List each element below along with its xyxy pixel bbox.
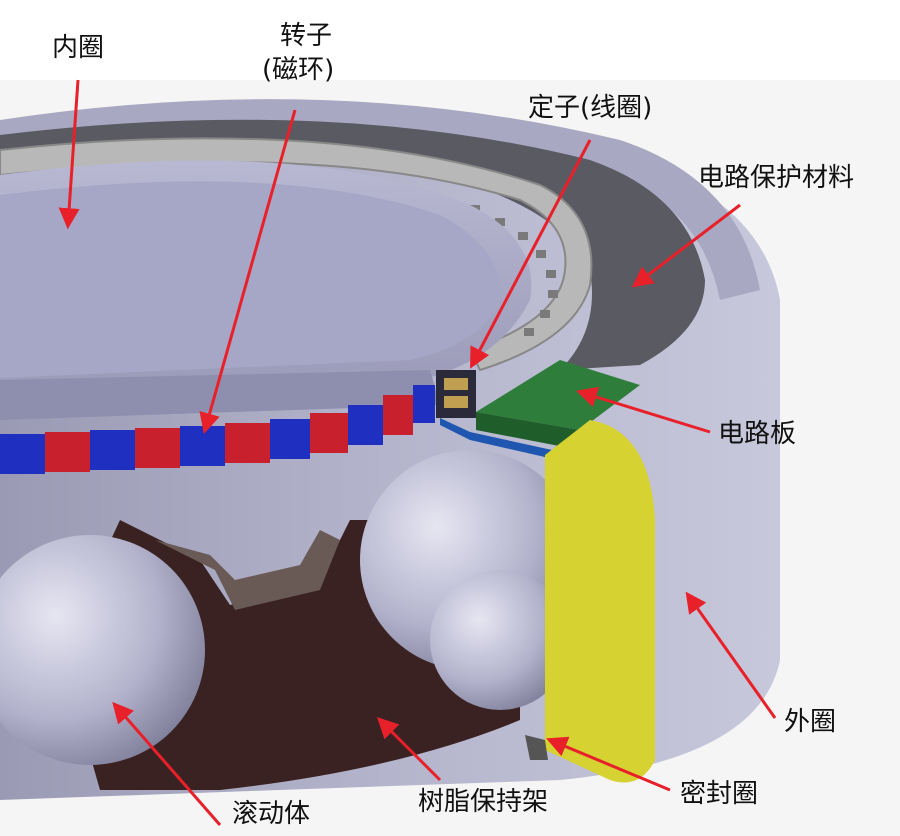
inner-ring: [0, 160, 532, 420]
cage-pocket: [155, 530, 340, 610]
arrow-cage: [377, 717, 442, 782]
arrow-stator: [470, 139, 592, 369]
arrow-board: [575, 386, 711, 434]
rotor-magnet-ring: [0, 385, 435, 474]
label-rotor-line1: 转子: [280, 21, 333, 51]
stator-cross-section: [436, 370, 476, 418]
label-resin-cage: 树脂保持架: [418, 787, 549, 817]
arrow-seal: [546, 736, 671, 792]
stator-track: [0, 137, 593, 372]
label-circuit-board: 电路板: [718, 419, 797, 449]
seal-ring: [545, 420, 655, 783]
ball-left: [0, 535, 205, 765]
label-outer-ring: 外圈: [784, 707, 837, 737]
arrow-ball: [112, 701, 222, 826]
arrow-rotor: [199, 109, 297, 435]
arrow-outer-ring: [685, 591, 777, 719]
arrow-inner-ring: [58, 79, 80, 230]
ball-right-lower: [430, 570, 570, 710]
pointer-arrows: [58, 79, 777, 826]
label-inner-ring: 内圈: [52, 33, 105, 63]
arrow-protect: [631, 203, 741, 288]
label-rotor-line2: (磁环): [262, 55, 335, 85]
label-protect-material: 电路保护材料: [698, 163, 855, 193]
label-rolling-body: 滚动体: [232, 799, 311, 829]
seal-lip: [525, 735, 548, 760]
circuit-board: [440, 360, 640, 465]
label-seal-ring: 密封圈: [680, 779, 759, 809]
label-stator: 定子(线圈): [528, 93, 653, 123]
